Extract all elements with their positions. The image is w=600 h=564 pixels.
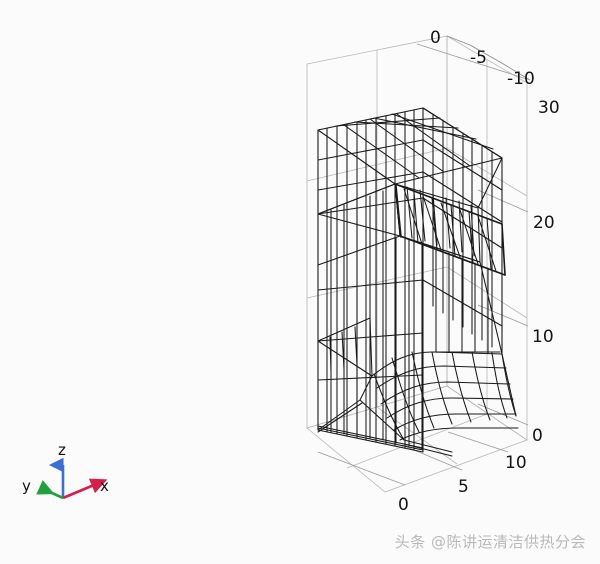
y-tick-label-0: 0	[430, 28, 441, 48]
grid-planes	[306, 35, 531, 493]
z-tick-label-20: 20	[533, 213, 555, 233]
triad-z-label: z	[58, 441, 66, 459]
model-wireframe[interactable]	[317, 107, 519, 457]
z-tick-label-0: 0	[532, 426, 543, 446]
triad-x-label: x	[100, 477, 109, 495]
x-tick-label-0: 0	[398, 495, 409, 515]
x-tick-label-10: 10	[505, 453, 527, 473]
triad-y-label: y	[22, 477, 31, 495]
z-tick-label-30: 30	[538, 98, 560, 118]
triad-y-arrow	[36, 480, 64, 500]
triad-x-arrow	[62, 478, 108, 500]
y-tick-label-minus10: -10	[507, 69, 535, 89]
watermark-text: 头条 @陈讲运清洁供热分会	[394, 533, 586, 551]
z-tick-label-10: 10	[532, 327, 554, 347]
y-tick-label-minus5: -5	[470, 48, 487, 68]
x-tick-label-5: 5	[458, 477, 469, 497]
orientation-axes-triad[interactable]: z y x	[22, 443, 144, 529]
